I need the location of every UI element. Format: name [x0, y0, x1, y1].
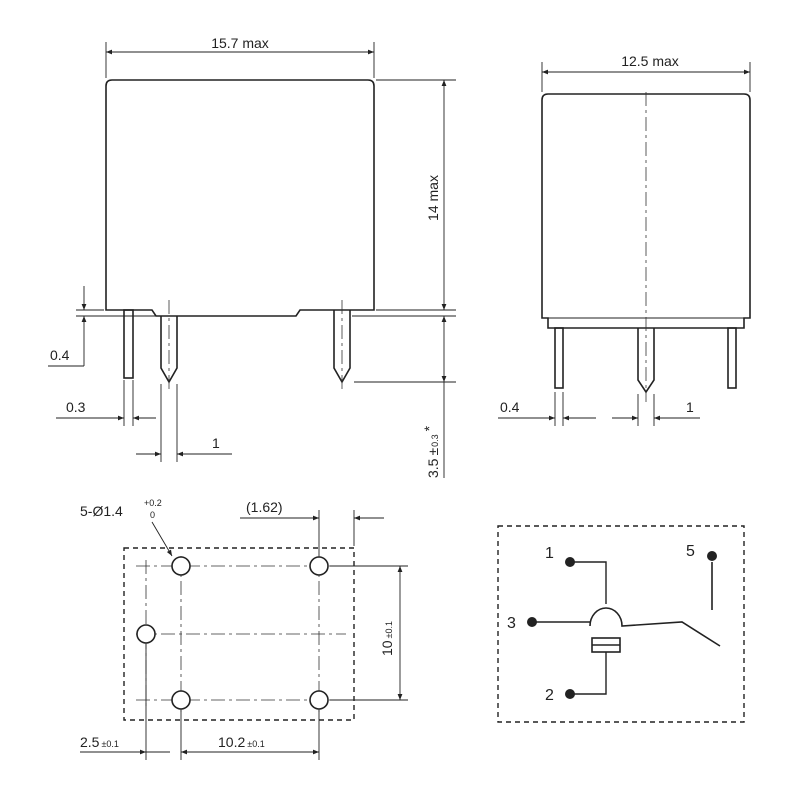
side-width-label: 12.5 max [621, 53, 679, 69]
pcb-outline [123, 547, 355, 721]
pcb-offset-label: (1.62) [246, 499, 283, 515]
pcb-hole [171, 690, 191, 710]
front-pin-pitch-label: 1 [212, 435, 220, 451]
front-body-outline [105, 79, 375, 317]
pin-dot [565, 557, 575, 567]
pcb-hole [136, 624, 156, 644]
pin-label: 1 [545, 545, 554, 562]
pcb-hole [309, 690, 329, 710]
pcb-row-spacing-label: 10±0.1 [379, 621, 395, 656]
pcb-hole [309, 556, 329, 576]
pcb-edge-offset-label: 2.5±0.1 [80, 734, 119, 750]
svg-text:0: 0 [150, 510, 155, 520]
pin-dot [707, 551, 717, 561]
pin-dot [565, 689, 575, 699]
pcb-col-spacing-label: 10.2±0.1 [218, 734, 265, 750]
pcb-hole-label: 5-Ø1.4 [80, 503, 123, 519]
side-pin-thickness-label: 0.4 [500, 399, 520, 415]
side-pin-middle [637, 328, 655, 394]
pcb-hole [171, 556, 191, 576]
pin-label: 5 [686, 543, 695, 560]
side-pin-left [554, 327, 564, 389]
front-view: 15.7 max 14 max 3.5±0.3* 0.4 0.3 [48, 35, 456, 478]
pin-label: 3 [507, 615, 516, 632]
schematic-outline [497, 525, 745, 723]
relay-schematic: 1 3 2 5 [497, 525, 745, 723]
pin-dot [527, 617, 537, 627]
side-pin-right [727, 327, 737, 389]
side-view: 12.5 max 0.4 1 [498, 53, 751, 426]
side-body-outline [541, 93, 751, 329]
side-pin-width-label: 1 [686, 399, 694, 415]
coil-armature [589, 607, 721, 647]
front-pin-length-label: 3.5±0.3* [421, 425, 441, 478]
front-height-label: 14 max [425, 175, 441, 221]
front-pin-thickness-label: 0.4 [50, 347, 70, 363]
front-pin-width-label: 0.3 [66, 399, 86, 415]
front-pin-left [123, 309, 134, 379]
pin-label: 2 [545, 687, 554, 704]
pcb-layout: 5-Ø1.4 +0.2 0 (1.62) 10±0.1 2.5±0.1 10.2… [80, 498, 408, 760]
svg-text:+0.2: +0.2 [144, 498, 162, 508]
front-width-label: 15.7 max [211, 35, 269, 51]
